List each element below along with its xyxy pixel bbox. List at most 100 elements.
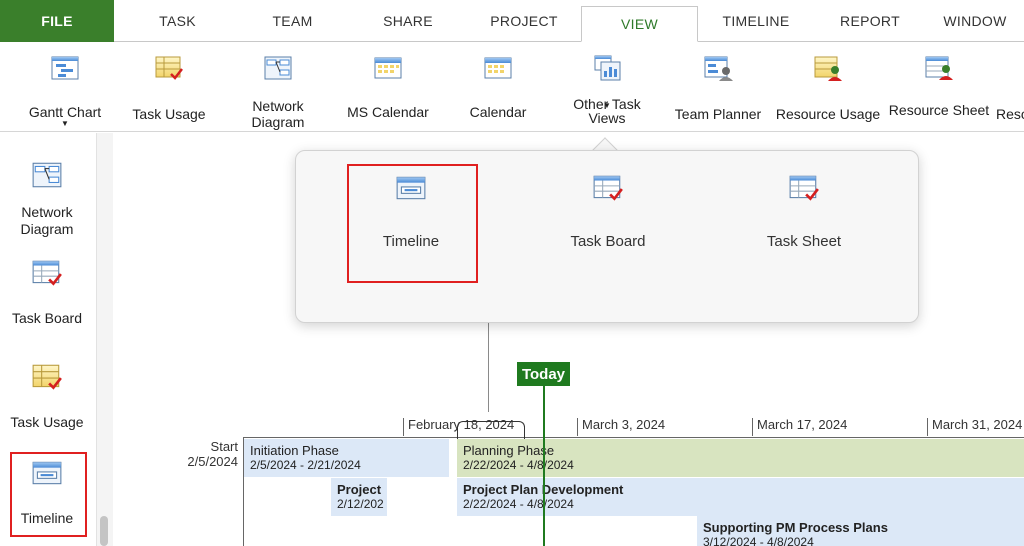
resource-usage-icon bbox=[814, 56, 842, 81]
highlight-left-timeline bbox=[10, 452, 87, 537]
timeline-tick: March 31, 2024 bbox=[927, 418, 1022, 436]
team-planner-label: Team Planner bbox=[674, 106, 762, 122]
tab-view[interactable]: VIEW bbox=[581, 6, 698, 42]
task-board-icon bbox=[593, 175, 623, 201]
task-board-icon bbox=[32, 260, 62, 286]
chevron-down-icon[interactable]: ▼ bbox=[61, 119, 69, 128]
popup-item-task-board[interactable]: Task Board bbox=[548, 173, 668, 250]
timeline-canvas bbox=[243, 438, 1024, 546]
timeline-bar-supporting-pm-process-plans[interactable]: Supporting PM Process Plans 3/12/2024 - … bbox=[697, 516, 1024, 546]
task-usage-icon bbox=[32, 364, 62, 390]
view-bar-label-line: Diagram bbox=[20, 221, 74, 237]
resource-usage-label: Resource Usage bbox=[775, 106, 881, 122]
tab-window[interactable]: WINDOW bbox=[943, 13, 1007, 29]
network-diagram-button[interactable]: Network Diagram bbox=[231, 42, 325, 132]
highlight-popup-timeline bbox=[347, 164, 478, 283]
resource-sheet-button[interactable]: Resource Sheet bbox=[884, 42, 994, 132]
view-bar-scroll-thumb[interactable] bbox=[100, 516, 108, 546]
view-bar-item-timeline[interactable]: Timeline bbox=[0, 458, 94, 527]
timeline-tick: March 17, 2024 bbox=[752, 418, 847, 436]
network-diagram-label-1: Network bbox=[252, 98, 304, 114]
bar-name: Supporting PM Process Plans bbox=[703, 520, 888, 535]
timeline-bar-project[interactable]: Project 2/12/202 bbox=[331, 478, 387, 516]
popup-item-task-sheet[interactable]: Task Sheet bbox=[744, 173, 864, 250]
calendar-icon bbox=[484, 57, 512, 79]
view-bar-label: Timeline bbox=[20, 510, 74, 526]
bar-dates: 2/22/2024 - 4/8/2024 bbox=[463, 458, 574, 472]
calendar-icon bbox=[374, 57, 402, 79]
view-bar-label: Task Usage bbox=[10, 414, 84, 430]
tab-timeline[interactable]: TIMELINE bbox=[722, 13, 790, 29]
tab-share[interactable]: SHARE bbox=[383, 13, 433, 29]
bar-dates: 3/12/2024 - 4/8/2024 bbox=[703, 535, 814, 546]
view-bar-label-line: Network bbox=[21, 204, 73, 220]
today-line-overlay bbox=[543, 386, 545, 546]
tab-task[interactable]: TASK bbox=[159, 13, 196, 29]
other-task-views-popup: Timeline Task Board Task Sheet bbox=[295, 150, 919, 323]
bar-name: Initiation Phase bbox=[250, 443, 339, 458]
resource-sheet-icon bbox=[925, 56, 953, 80]
chevron-down-icon[interactable]: ▼ bbox=[603, 101, 611, 110]
other-task-views-label-2: Views bbox=[588, 110, 626, 126]
timeline-bar-planning-phase[interactable]: Planning Phase 2/22/2024 - 4/8/2024 bbox=[457, 439, 1024, 477]
timeline-scale bbox=[243, 416, 1024, 438]
tab-project[interactable]: PROJECT bbox=[490, 13, 558, 29]
task-usage-label: Task Usage bbox=[132, 106, 206, 122]
tab-team[interactable]: TEAM bbox=[272, 13, 313, 29]
network-diagram-icon bbox=[32, 162, 62, 188]
timeline-bar-initiation-phase[interactable]: Initiation Phase 2/5/2024 - 2/21/2024 bbox=[244, 439, 449, 477]
start-label-text: Start bbox=[210, 439, 238, 454]
timeline-icon bbox=[396, 176, 426, 200]
gantt-chart-button[interactable]: Gantt Chart ▼ bbox=[18, 42, 112, 132]
resource-overflow-button[interactable]: Reso bbox=[994, 42, 1024, 132]
tab-report[interactable]: REPORT bbox=[840, 13, 900, 29]
timeline-icon bbox=[32, 461, 62, 485]
other-task-views-icon bbox=[594, 55, 621, 81]
bar-dates: 2/5/2024 - 2/21/2024 bbox=[250, 458, 361, 472]
timeline-tick: March 3, 2024 bbox=[577, 418, 665, 436]
tab-file[interactable]: FILE bbox=[0, 0, 114, 42]
bar-name: Project Plan Development bbox=[463, 482, 624, 497]
other-task-views-label-1: Other Task bbox=[573, 96, 641, 112]
ribbon-tab-bar: FILE TASK TEAM SHARE PROJECT VIEW TIMELI… bbox=[0, 0, 1024, 42]
resource-overflow-label: Reso bbox=[996, 106, 1024, 122]
timeline-pane-divider bbox=[488, 322, 489, 412]
timeline-visible-range-bracket[interactable] bbox=[457, 421, 525, 439]
calendar-button[interactable]: Calendar bbox=[451, 42, 545, 132]
ms-calendar-button[interactable]: MS Calendar bbox=[341, 42, 435, 132]
team-planner-icon bbox=[704, 56, 733, 81]
resource-usage-button[interactable]: Resource Usage bbox=[772, 42, 884, 132]
bar-name: Project bbox=[337, 482, 382, 497]
gantt-chart-icon bbox=[51, 56, 79, 80]
bar-dates: 2/12/202 bbox=[337, 497, 384, 511]
view-bar-scrollbar[interactable] bbox=[96, 133, 113, 546]
bar-name: Planning Phase bbox=[463, 443, 555, 458]
timeline-start-label: Start 2/5/2024 bbox=[166, 439, 238, 469]
view-ribbon: Gantt Chart ▼ Task Usage Network Diagram… bbox=[0, 42, 1024, 132]
timeline-bar-project-plan-development[interactable]: Project Plan Development 2/22/2024 - 4/8… bbox=[457, 478, 1024, 516]
network-diagram-icon bbox=[264, 56, 292, 80]
ms-calendar-label: MS Calendar bbox=[347, 104, 429, 120]
resource-sheet-label: Resource Sheet bbox=[888, 102, 990, 118]
gantt-chart-label: Gantt Chart bbox=[28, 104, 102, 120]
view-bar-label: Task Board bbox=[11, 310, 83, 326]
team-planner-button[interactable]: Team Planner bbox=[670, 42, 766, 132]
popup-item-label: Timeline bbox=[382, 233, 440, 250]
start-date-text: 2/5/2024 bbox=[187, 454, 238, 469]
task-usage-button[interactable]: Task Usage bbox=[122, 42, 216, 132]
popup-item-label: Task Sheet bbox=[766, 233, 842, 250]
calendar-label: Calendar bbox=[469, 104, 527, 120]
popup-item-timeline[interactable]: Timeline bbox=[351, 173, 471, 250]
task-usage-icon bbox=[155, 56, 183, 80]
today-marker: Today bbox=[517, 362, 570, 386]
task-sheet-icon bbox=[789, 175, 819, 201]
popup-item-label: Task Board bbox=[570, 233, 646, 250]
bar-dates: 2/22/2024 - 4/8/2024 bbox=[463, 497, 574, 511]
view-bar-item-task-board[interactable]: Task Board bbox=[0, 258, 94, 327]
view-bar-item-task-usage[interactable]: Task Usage bbox=[0, 362, 94, 431]
other-task-views-button[interactable]: Other Task Views ▼ bbox=[560, 42, 654, 132]
network-diagram-label-2: Diagram bbox=[251, 114, 305, 130]
